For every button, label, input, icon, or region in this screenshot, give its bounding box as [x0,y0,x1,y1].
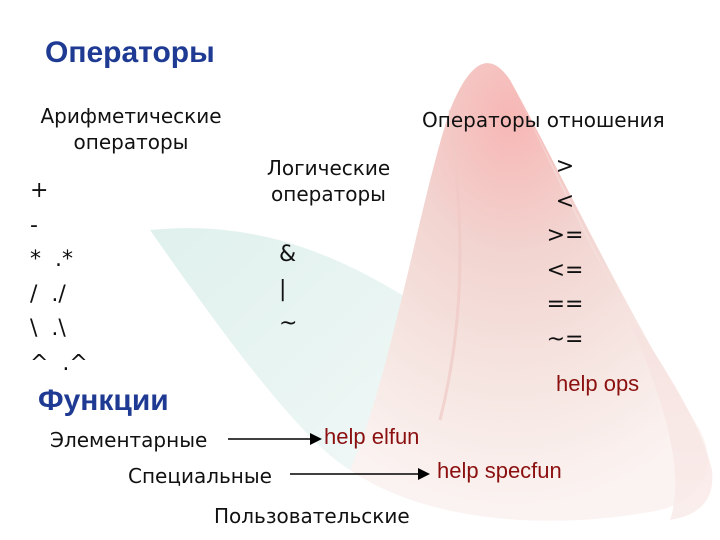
logical-operator: ~ [279,311,298,336]
surface-left-wing [150,228,410,470]
elementary-functions-label: Элементарные [50,428,208,452]
arithmetic-header: Арифметические операторы [36,103,226,155]
logical-header: Логические операторы [256,155,401,207]
logical-header-line: операторы [271,182,386,206]
arithmetic-operator: + [30,178,49,203]
arithmetic-operator: \ .\ [30,316,66,341]
help-ops-command: help ops [556,371,640,396]
logical-operators-list: & | ~ [279,238,297,342]
relational-operator: >= [546,223,584,248]
arithmetic-operator: ^ .^ [30,350,88,376]
logical-operator: & [279,242,297,267]
surface-peak [350,63,708,521]
relational-header: Операторы отношения [422,108,665,132]
arrow-right-icon [418,468,430,480]
arrow-right-icon [310,433,322,445]
arithmetic-operator: / ./ [30,281,66,307]
slide-title: Операторы [45,36,215,69]
functions-title: Функции [38,384,169,417]
surface-right-fold [510,80,713,520]
relational-operator: ~= [546,326,584,352]
surface-crease [438,109,462,421]
relational-operators-list: > < >= <= == ~= [520,150,610,357]
arithmetic-operators-list: + - * .* / ./ \ .\ ^ .^ [30,174,88,381]
relational-operator: > [555,154,575,179]
relational-operator: <= [546,257,584,283]
logical-header-line: Логические [266,156,391,180]
relational-operator: == [546,292,584,317]
relational-operator: < [555,188,575,214]
logical-operator: | [279,276,287,302]
arithmetic-operator: - [30,212,38,238]
arithmetic-operator: * .* [30,247,73,272]
arithmetic-header-line: Арифметические [40,104,222,128]
help-elfun-command: help elfun [324,424,420,449]
help-specfun-command: help specfun [437,458,562,483]
special-functions-label: Специальные [128,464,272,488]
user-functions-label: Пользовательские [214,504,410,528]
arithmetic-header-line: операторы [73,130,189,154]
